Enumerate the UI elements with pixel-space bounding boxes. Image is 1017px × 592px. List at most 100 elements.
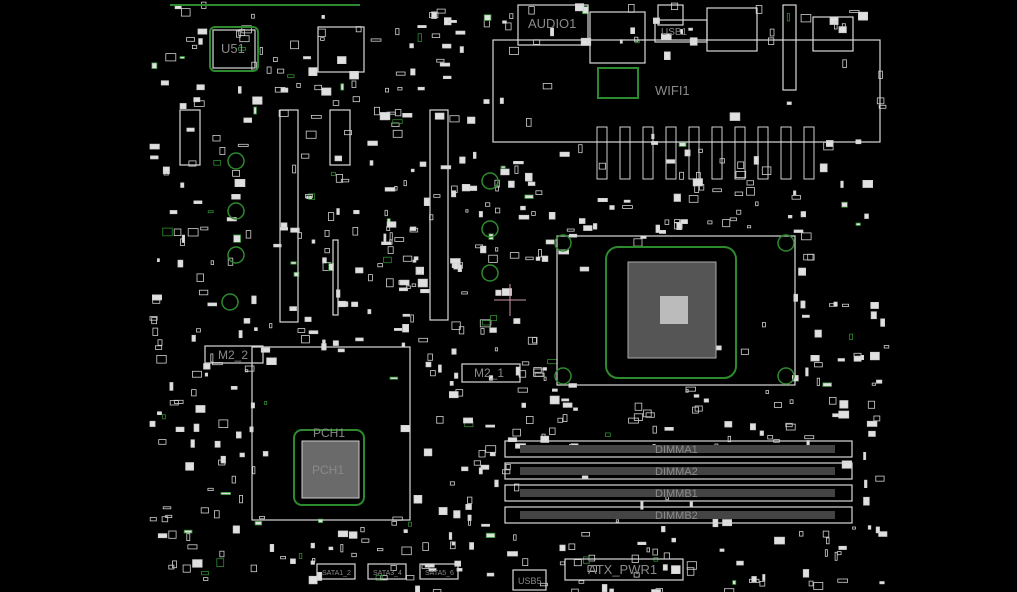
connector-hdmi[interactable] [706, 7, 758, 52]
smd-component [463, 417, 474, 424]
smd-component [819, 163, 828, 173]
chip-pch1[interactable]: PCH1 PCH1 [293, 426, 365, 506]
smd-component [832, 413, 839, 418]
smd-component [162, 414, 166, 420]
smd-component [220, 455, 226, 464]
dimm-slot-b1[interactable]: DIMMB1 [504, 484, 853, 502]
smd-component [450, 258, 461, 264]
smd-component [785, 422, 793, 428]
smd-component [379, 112, 391, 121]
smd-component [768, 37, 775, 45]
connector-sata-3[interactable]: SATA5_6 [419, 563, 459, 580]
smd-component [652, 548, 658, 556]
connector-atx-pwr1[interactable]: ATX_PWR1 [564, 558, 684, 581]
connector-vga[interactable] [589, 11, 646, 64]
mounting-hole [777, 367, 795, 385]
connector-audio1[interactable]: AUDIO1 [517, 4, 589, 46]
smd-component [505, 463, 511, 470]
smd-component [513, 160, 524, 165]
smd-component [791, 195, 801, 200]
smd-component [409, 226, 417, 231]
smd-component [475, 244, 484, 249]
smd-component [875, 475, 885, 482]
smd-component [311, 239, 316, 244]
smd-component [149, 517, 157, 522]
connector-sata-1[interactable]: SATA1_2 [316, 563, 356, 580]
smd-component [402, 113, 413, 118]
connector-lan[interactable] [812, 16, 854, 52]
smd-component [149, 316, 158, 321]
smd-component [461, 466, 469, 472]
smd-component [320, 37, 325, 41]
m2-slot-1[interactable]: M2_1 [461, 363, 521, 383]
smd-component [598, 162, 607, 170]
label-m2-2: M2_2 [218, 348, 248, 362]
smd-component [335, 174, 343, 183]
cpu-socket[interactable] [556, 235, 796, 386]
smd-component [837, 578, 848, 583]
smd-component [301, 153, 310, 159]
pcie-slot-small[interactable] [332, 239, 339, 316]
smd-component [662, 564, 668, 571]
smd-component [630, 27, 636, 34]
smd-component [637, 541, 647, 546]
smd-component [502, 20, 507, 24]
component-u51[interactable]: U51 [209, 26, 259, 72]
pcie-slot-1[interactable] [279, 109, 299, 323]
smd-component [645, 412, 655, 418]
smd-component [187, 544, 198, 550]
smd-component [332, 100, 340, 106]
component-vrm-chip[interactable] [317, 26, 365, 73]
smd-component [755, 5, 763, 14]
smd-component [200, 507, 209, 514]
header-left[interactable] [179, 109, 201, 166]
smd-component [168, 530, 177, 539]
smd-component [280, 87, 289, 93]
connector-vertical-header[interactable] [782, 4, 797, 91]
smd-component [628, 4, 635, 13]
smd-component [310, 115, 322, 119]
smd-component [297, 328, 306, 333]
smd-component [204, 372, 209, 377]
pcie-slot-3[interactable] [429, 109, 449, 321]
smd-component [822, 382, 832, 387]
smd-component [526, 415, 534, 424]
connector-sata-2[interactable]: SATA3_4 [367, 563, 407, 580]
smd-component [671, 2, 679, 10]
label-usb5: USB5 [518, 576, 542, 586]
smd-component [855, 222, 861, 226]
smd-component [852, 526, 856, 530]
smd-component [518, 370, 527, 378]
smd-component [734, 191, 744, 196]
smd-component [191, 370, 202, 378]
smd-component [601, 584, 608, 592]
smd-component [499, 97, 504, 104]
connector-usb5[interactable]: USB5 [512, 569, 547, 591]
smd-component [290, 40, 300, 50]
smd-component [259, 47, 263, 55]
smd-component [583, 556, 590, 564]
smd-component [434, 112, 445, 120]
mounting-hole [481, 220, 499, 238]
smd-component [578, 580, 585, 584]
smd-component [501, 288, 512, 296]
smd-component [525, 172, 533, 182]
smd-component [566, 228, 575, 232]
io-filter-component [665, 126, 677, 180]
smd-component [719, 548, 725, 552]
smd-component [183, 529, 193, 534]
dimm-slot-a1[interactable]: DIMMA1 [504, 440, 853, 458]
m2-slot-2[interactable]: M2_2 [204, 345, 264, 364]
smd-component [413, 256, 419, 261]
smd-component [750, 423, 756, 431]
mounting-hole [481, 172, 499, 190]
smd-component [867, 400, 875, 409]
smd-component [488, 254, 498, 263]
pcie-slot-2[interactable] [329, 109, 351, 166]
smd-component [746, 180, 754, 186]
connector-usb1[interactable]: USB1 [654, 4, 708, 43]
smd-component [403, 529, 408, 534]
dimm-slot-a2[interactable]: DIMMA2 [504, 462, 853, 480]
dimm-slot-b2[interactable]: DIMMB2 [504, 506, 853, 524]
